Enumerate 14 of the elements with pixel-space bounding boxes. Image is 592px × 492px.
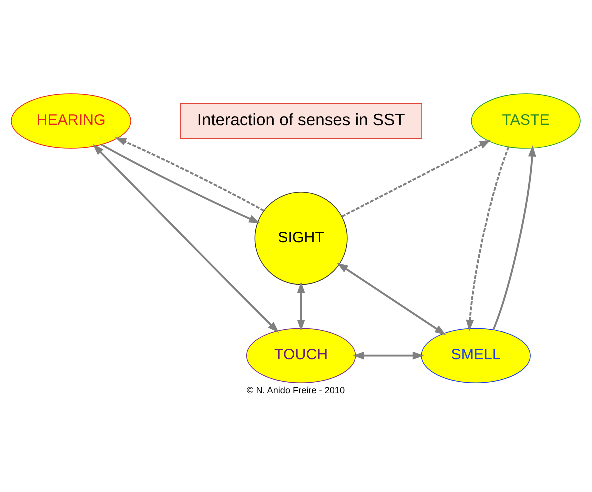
arrow — [342, 139, 492, 218]
arrow — [353, 351, 424, 360]
arrow — [115, 136, 265, 212]
arrow — [492, 144, 536, 330]
node-ellipse: TOUCH — [246, 328, 356, 383]
node-ellipse: HEARING — [11, 93, 132, 148]
caption: © N. Anido Freire - 2010 — [246, 384, 346, 395]
arrow — [337, 262, 446, 335]
arrow — [466, 146, 510, 331]
arrow — [101, 143, 261, 224]
arrow — [93, 144, 280, 333]
arrow — [297, 281, 306, 331]
node-box: Interaction of senses in SST — [180, 102, 422, 139]
node-ellipse: SMELL — [421, 328, 531, 383]
